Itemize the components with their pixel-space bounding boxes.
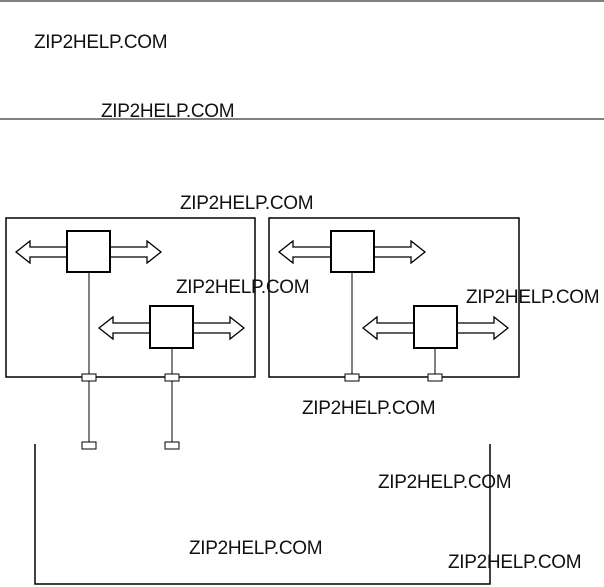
left-lower-arrow-left	[97, 315, 151, 341]
right-lower-node	[413, 305, 458, 349]
right-lower-arrow-right	[456, 315, 510, 341]
left-terminal-1	[81, 441, 97, 450]
bus-line	[34, 444, 491, 585]
right-enclosure	[268, 217, 520, 378]
left-port-1	[81, 373, 97, 382]
right-upper-arrow-right	[373, 239, 427, 265]
watermark-1: ZIP2HELP.COM	[34, 32, 168, 53]
watermark-5: ZIP2HELP.COM	[466, 287, 600, 308]
watermark-2: ZIP2HELP.COM	[101, 101, 235, 122]
left-lower-arrow-right	[192, 315, 246, 341]
left-upper-arrow-right	[109, 239, 163, 265]
left-port-2	[164, 373, 180, 382]
left-subsystem	[5, 217, 256, 450]
watermark-8: ZIP2HELP.COM	[189, 538, 323, 559]
watermark-7: ZIP2HELP.COM	[378, 472, 512, 493]
watermark-6: ZIP2HELP.COM	[302, 398, 436, 419]
watermark-3: ZIP2HELP.COM	[180, 193, 314, 214]
right-upper-node	[330, 230, 375, 273]
left-lower-node	[149, 305, 194, 349]
left-upper-arrow-left	[14, 239, 68, 265]
watermark-4: ZIP2HELP.COM	[176, 277, 310, 298]
right-lower-arrow-left	[361, 315, 415, 341]
watermark-9: ZIP2HELP.COM	[448, 552, 582, 573]
left-enclosure	[5, 217, 256, 378]
left-terminal-2	[164, 441, 180, 450]
left-upper-node	[66, 230, 111, 273]
right-port-2	[427, 373, 443, 382]
right-upper-arrow-left	[277, 239, 332, 265]
right-subsystem	[268, 217, 520, 382]
right-port-1	[344, 373, 360, 382]
